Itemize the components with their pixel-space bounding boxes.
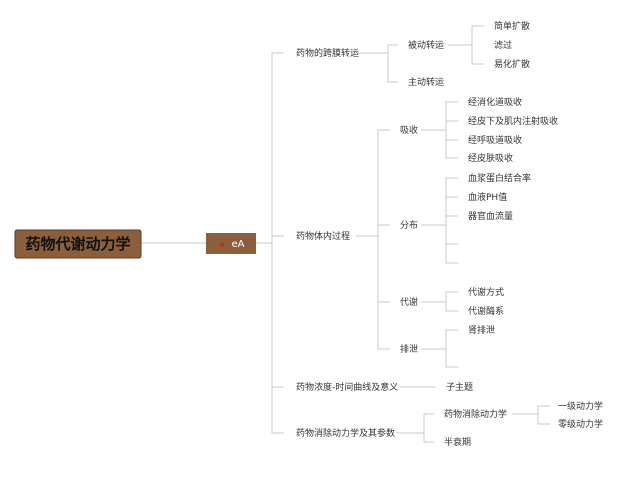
leaf-first-order[interactable]: 一级动力学 [558, 400, 603, 412]
leaf-injection-absorption[interactable]: 经皮下及肌内注射吸收 [468, 115, 558, 127]
leaf-zero-order[interactable]: 零级动力学 [558, 418, 603, 430]
connector-lines [141, 25, 550, 443]
hub-node[interactable] [206, 233, 256, 254]
node-excretion[interactable]: 排泄 [400, 343, 418, 355]
hub-node-label: eA [232, 239, 245, 250]
leaf-organ-blood-flow[interactable]: 器官血流量 [468, 210, 513, 222]
leaf-renal-excretion[interactable]: 肾排泄 [468, 324, 495, 336]
node-distribution[interactable]: 分布 [400, 219, 418, 231]
leaf-gi-absorption[interactable]: 经消化道吸收 [468, 96, 522, 108]
hub-marker-icon [220, 243, 224, 247]
branch-concentration-time-curve[interactable]: 药物浓度-时间曲线及意义 [296, 381, 398, 393]
branch-in-vivo-process[interactable]: 药物体内过程 [296, 230, 350, 242]
node-metabolism[interactable]: 代谢 [400, 296, 418, 308]
branch-transmembrane-transport[interactable]: 药物的跨膜转运 [296, 47, 359, 59]
branch-elimination-kinetics[interactable]: 药物消除动力学及其参数 [296, 427, 395, 439]
leaf-facilitated-diffusion[interactable]: 易化扩散 [494, 58, 530, 70]
node-passive-transport[interactable]: 被动转运 [408, 39, 444, 51]
leaf-respiratory-absorption[interactable]: 经呼吸道吸收 [468, 134, 522, 146]
root-node[interactable] [14, 229, 142, 259]
leaf-metabolic-enzymes[interactable]: 代谢酶系 [468, 305, 504, 317]
leaf-filtration[interactable]: 滤过 [494, 39, 512, 51]
leaf-skin-absorption[interactable]: 经皮肤吸收 [468, 152, 513, 164]
root-node-label: 药物代谢动力学 [25, 235, 130, 253]
leaf-metabolic-mode[interactable]: 代谢方式 [468, 286, 504, 298]
leaf-blood-ph[interactable]: 血液PH值 [468, 191, 507, 203]
leaf-protein-binding[interactable]: 血浆蛋白结合率 [468, 172, 531, 184]
node-elimination-kinetics[interactable]: 药物消除动力学 [444, 408, 507, 420]
node-active-transport[interactable]: 主动转运 [408, 76, 444, 88]
node-half-life[interactable]: 半衰期 [444, 436, 471, 448]
leaf-subtopic[interactable]: 子主题 [446, 381, 473, 393]
leaf-simple-diffusion[interactable]: 简单扩散 [494, 20, 530, 32]
node-absorption[interactable]: 吸收 [400, 124, 418, 136]
